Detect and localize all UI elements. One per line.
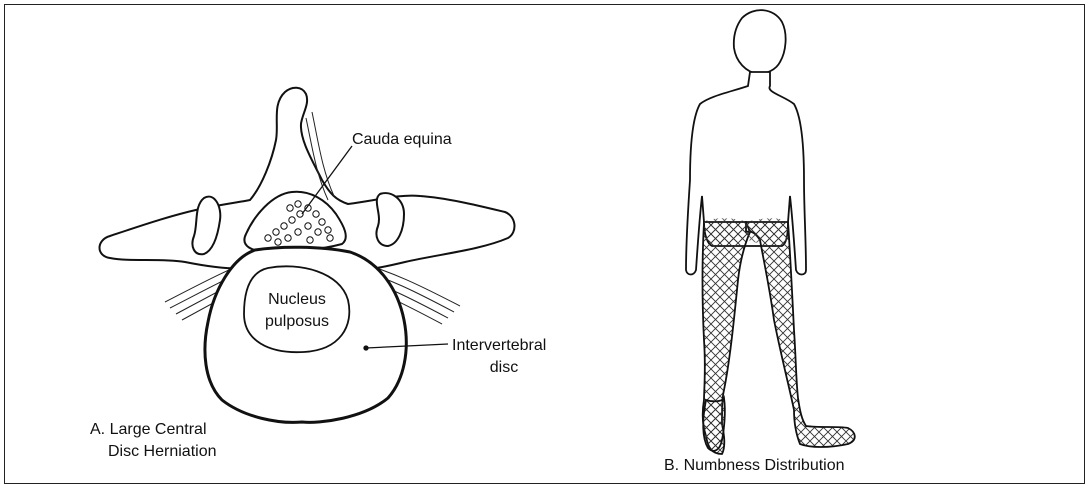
panel-a-title-line2: Disc Herniation: [108, 442, 216, 462]
label-cauda-equina: Cauda equina: [352, 130, 452, 150]
panel-b-title: B. Numbness Distribution: [664, 456, 845, 476]
head: [734, 10, 786, 74]
label-disc-line1: Intervertebral: [452, 336, 546, 356]
label-nucleus-line2: pulposus: [258, 312, 336, 332]
label-disc-line2: disc: [452, 358, 556, 378]
left-foot: [703, 398, 725, 451]
panel-a-title-line1: A. Large Central: [90, 420, 207, 440]
label-nucleus-line1: Nucleus: [258, 290, 336, 310]
